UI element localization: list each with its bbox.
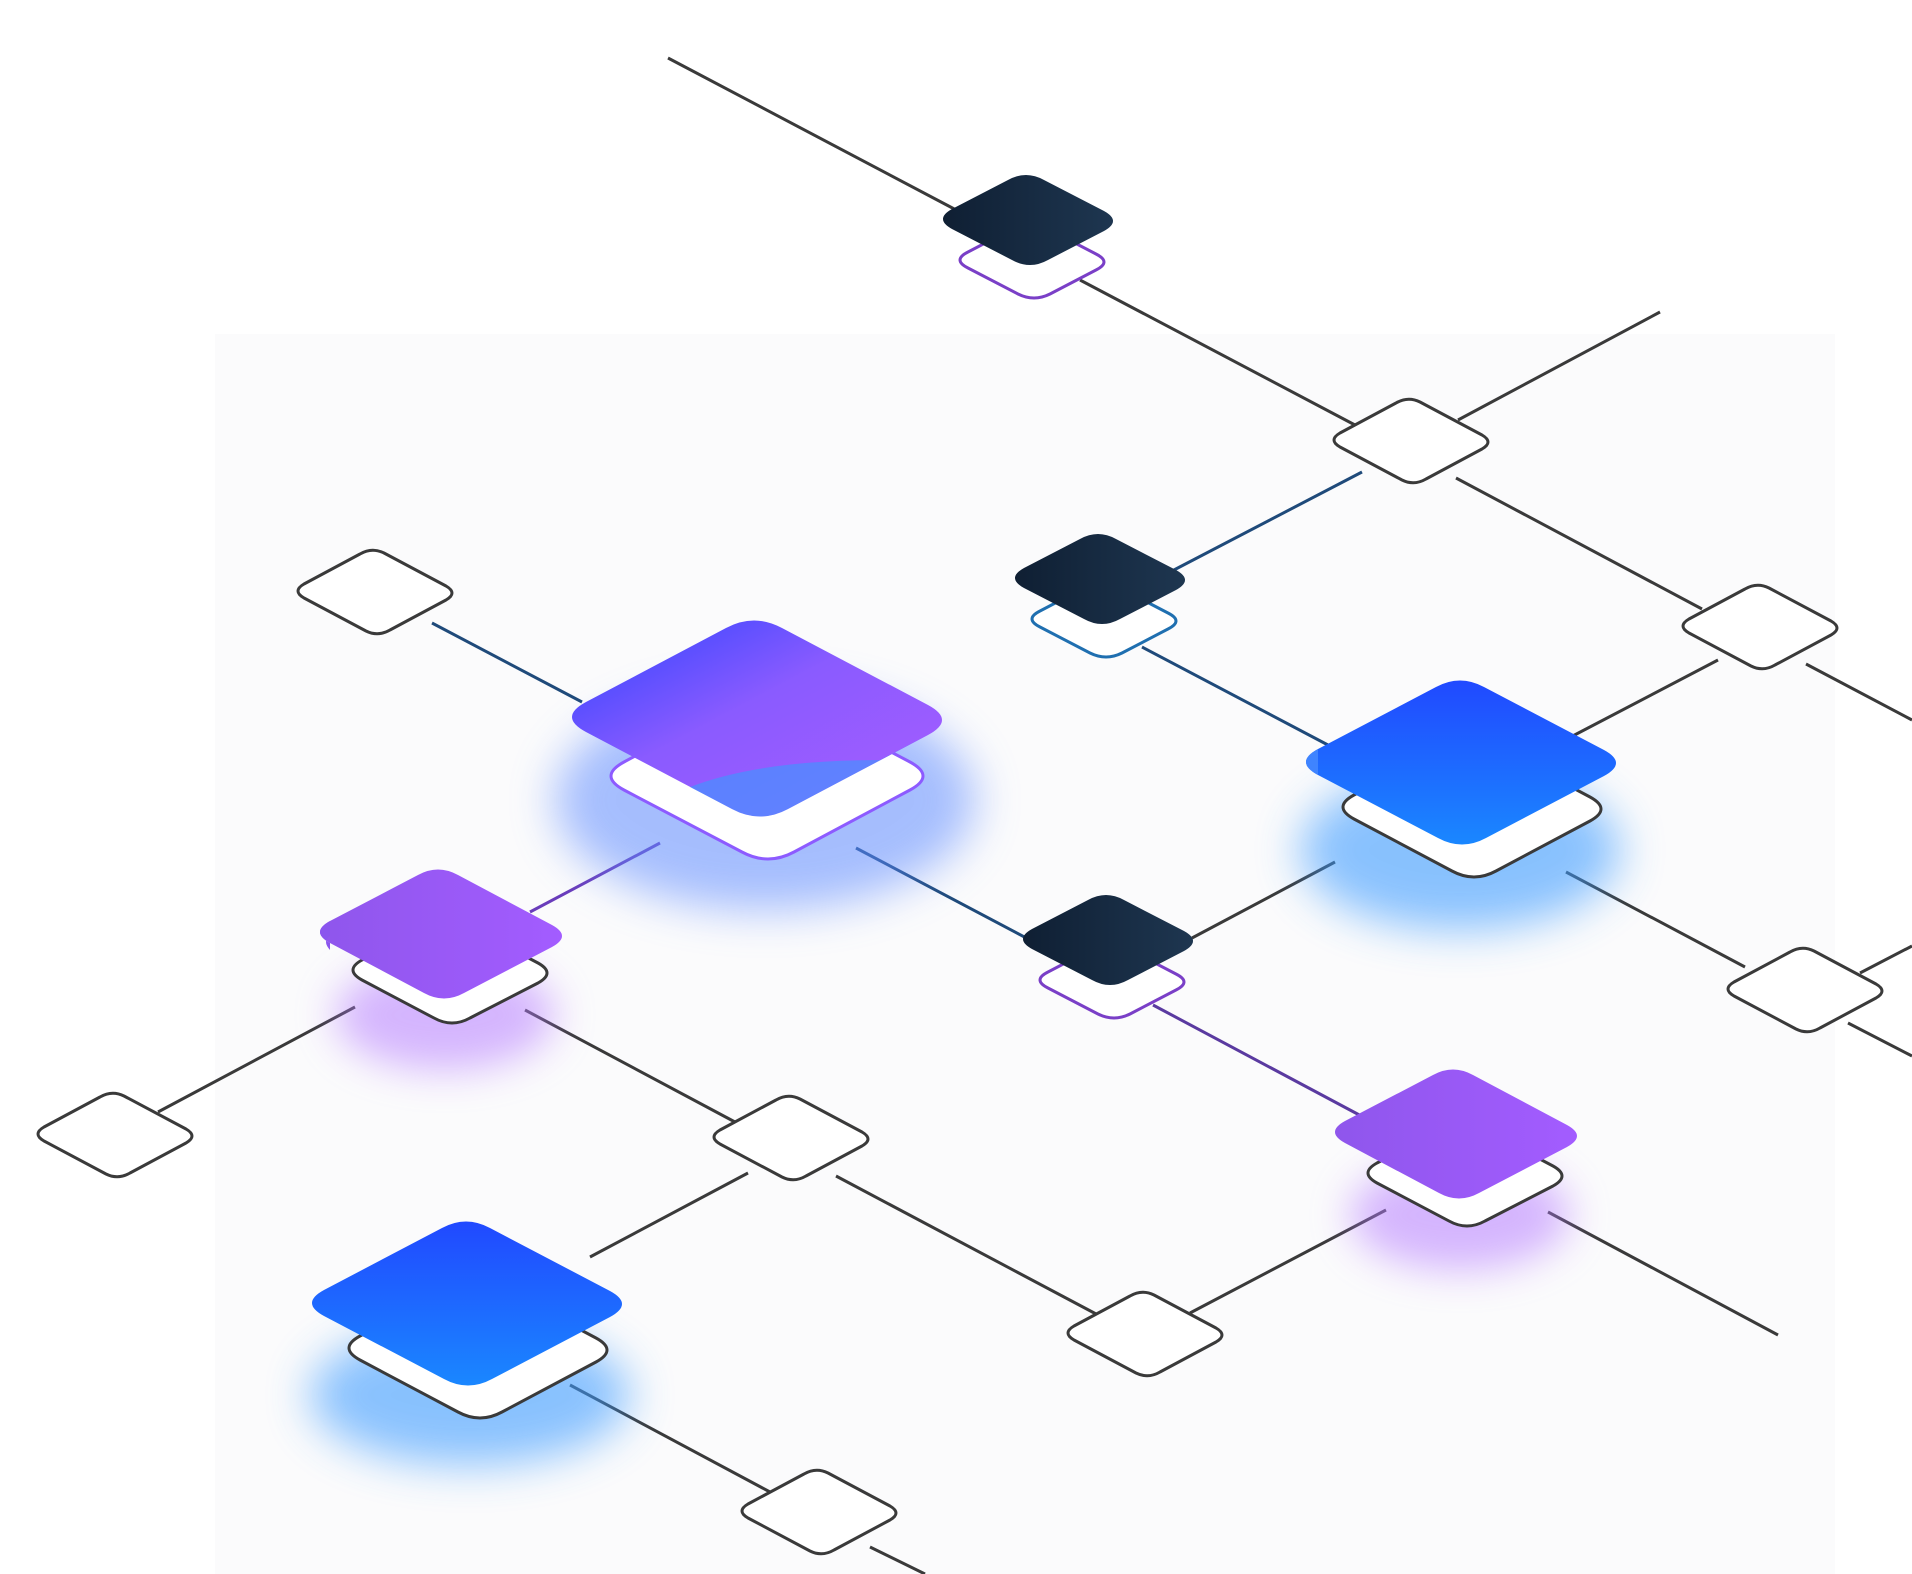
dark-node xyxy=(1015,534,1185,659)
connector xyxy=(835,1174,1099,1317)
connector xyxy=(1547,1210,1779,1337)
dark-node xyxy=(943,175,1113,300)
dark-nodes xyxy=(943,175,1193,1020)
purple-node-right xyxy=(1335,1069,1577,1228)
connector xyxy=(1455,476,1703,611)
connector xyxy=(1457,310,1661,422)
connector xyxy=(667,56,961,214)
connector xyxy=(1859,944,1912,975)
outline-node xyxy=(712,1094,870,1182)
blue-nodes xyxy=(312,680,1616,1420)
outline-nodes xyxy=(36,397,1884,1556)
purple-nodes xyxy=(320,869,1577,1228)
connector xyxy=(589,1171,749,1259)
blue-node-left xyxy=(312,1221,622,1420)
connector xyxy=(431,621,583,704)
purple-node-left xyxy=(320,869,562,1025)
connector xyxy=(1152,1003,1366,1120)
connector xyxy=(1564,658,1719,742)
connector xyxy=(1141,645,1329,747)
outline-node xyxy=(1681,583,1839,671)
connector xyxy=(157,1005,356,1114)
gradient-node-main xyxy=(572,620,942,861)
outline-node xyxy=(1332,397,1490,485)
outline-node xyxy=(36,1091,194,1179)
connector xyxy=(1847,1021,1912,1058)
connector xyxy=(869,1545,926,1574)
outline-node xyxy=(1726,946,1884,1034)
dark-node xyxy=(1023,895,1193,1020)
outline-node xyxy=(1066,1290,1224,1378)
blue-node-right xyxy=(1306,680,1616,879)
connector xyxy=(524,1008,736,1124)
connector xyxy=(1171,470,1363,573)
outline-node xyxy=(296,548,454,636)
connector xyxy=(1079,278,1356,427)
outline-node xyxy=(740,1468,898,1556)
connector xyxy=(1805,662,1912,722)
